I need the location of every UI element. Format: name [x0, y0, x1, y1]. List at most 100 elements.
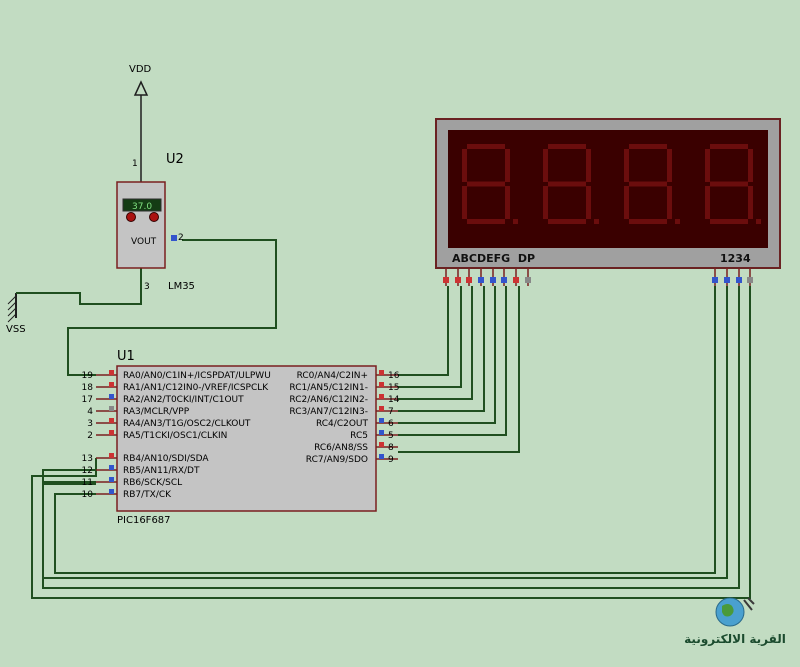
vdd-label: VDD [129, 64, 152, 75]
decimal-point [513, 219, 518, 224]
decimal-point [594, 219, 599, 224]
pic-pin-16: 16 RC0/AN4/C2IN+ [297, 370, 400, 381]
pic-pin-7: 7 RC3/AN7/C12IN3- [289, 406, 398, 417]
vss-terminal: VSS [6, 293, 26, 335]
pic-pin-number: 15 [388, 383, 399, 393]
pic-pin-number: 3 [87, 419, 93, 429]
digit-4 [705, 144, 761, 224]
wire-network [16, 239, 751, 599]
segment-pin [443, 277, 449, 283]
pic-body [116, 365, 377, 512]
decimal-point [756, 219, 761, 224]
pic-pin-19: 19 RA0/AN0/C1IN+/ICSPDAT/ULPWU [82, 370, 271, 381]
pic-pin-name: RC7/AN9/SDO [306, 455, 368, 465]
pic-pin-number: 2 [87, 431, 93, 441]
segment-pin-label: ABCDEFG DP [452, 252, 535, 265]
pic-pin-name: RC4/C2OUT [316, 419, 369, 429]
pic-pin-5: 5 RC5 [350, 430, 398, 441]
pic-pin-name: RB6/SCK/SCL [123, 478, 182, 488]
segment-pin [525, 277, 531, 283]
u1-part: PIC16F687 [117, 515, 171, 526]
u2-pin3-num: 3 [144, 282, 150, 292]
digit-common-pin [747, 277, 753, 283]
digit-common-pin [712, 277, 718, 283]
lm35-body [116, 181, 166, 269]
pic-left-pins: 19 RA0/AN0/C1IN+/ICSPDAT/ULPWU 18 RA1/AN1/C… [82, 370, 271, 500]
vdd-terminal: VDD [129, 64, 152, 182]
lm35-readout [122, 198, 162, 212]
segment-pin [490, 277, 496, 283]
pic-pin-name: RC3/AN7/C12IN3- [289, 407, 368, 417]
increase-button[interactable] [149, 212, 159, 222]
pic-pin-number: 19 [82, 371, 94, 381]
u2-pin2-num: 2 [178, 233, 184, 243]
pic-pin-18: 18 RA1/AN1/C12IN0-/VREF/ICSPCLK [82, 382, 269, 393]
pic-pin-11: 11 RB6/SCK/SCL [82, 477, 182, 488]
pic-pin-number: 14 [388, 395, 400, 405]
seven-segment-display[interactable]: ABCDEFG DP 1234 [435, 118, 781, 286]
pic-pin-number: 10 [82, 490, 94, 500]
pic-pin-number: 7 [388, 407, 394, 417]
pic-pin-6: 6 RC4/C2OUT [316, 418, 398, 429]
pic-pin-number: 9 [388, 455, 394, 465]
pic-pin-name: RA4/AN3/T1G/OSC2/CLKOUT [123, 419, 251, 429]
digit-common-pin [736, 277, 742, 283]
pic-pin-9: 9 RC7/AN9/SDO [306, 454, 398, 465]
pic-pin-name: RA5/T1CKI/OSC1/CLKIN [123, 431, 227, 441]
pic-microcontroller[interactable]: U1 19 RA0/AN0/C1IN+/ICSPDAT/ULPWU 18 RA1/AN… [82, 349, 400, 526]
pic-pin-13: 13 RB4/AN10/SDI/SDA [82, 453, 209, 464]
pic-pin-name: RC1/AN5/C12IN1- [289, 383, 368, 393]
segment-pin [501, 277, 507, 283]
digit-pin-label: 1234 [720, 252, 751, 265]
pic-pin-name: RC0/AN4/C2IN+ [297, 371, 368, 381]
display-digits [462, 144, 761, 224]
pic-pin-3: 3 RA4/AN3/T1G/OSC2/CLKOUT [87, 418, 251, 429]
pic-pin-number: 8 [388, 443, 394, 453]
pic-pin-number: 5 [388, 431, 394, 441]
u1-ref: U1 [117, 349, 135, 364]
segment-pin [513, 277, 519, 283]
pic-pin-2: 2 RA5/T1CKI/OSC1/CLKIN [87, 430, 227, 441]
wrench-icon [743, 597, 755, 611]
pic-pin-number: 16 [388, 371, 400, 381]
display-pins [443, 268, 753, 286]
digit-1 [462, 144, 518, 224]
site-logo-text: القرية الالكترونية [684, 632, 786, 646]
pic-pin-number: 12 [82, 466, 93, 476]
lm35-sensor[interactable]: U2 1 3 2 37.0 VOUT LM35 [116, 152, 195, 292]
u2-pin2-marker [171, 235, 177, 241]
digit-3 [624, 144, 680, 224]
decrease-button[interactable] [126, 212, 136, 222]
pic-pin-name: RA1/AN1/C12IN0-/VREF/ICSPCLK [123, 383, 269, 393]
pic-pin-17: 17 RA2/AN2/T0CKI/INT/C1OUT [82, 394, 244, 405]
pic-pin-10: 10 RB7/TX/CK [82, 489, 172, 500]
pic-right-pins: 16 RC0/AN4/C2IN+ 15 RC1/AN5/C12IN1- 14 RC2/AN… [289, 370, 400, 465]
digit-common-pin [724, 277, 730, 283]
lm35-readout-value: 37.0 [132, 202, 152, 212]
digit-2 [543, 144, 599, 224]
segment-pin [455, 277, 461, 283]
pic-pin-number: 11 [82, 478, 93, 488]
u2-pin1-num: 1 [132, 159, 138, 169]
segment-pin [478, 277, 484, 283]
pic-pin-name: RA2/AN2/T0CKI/INT/C1OUT [123, 395, 244, 405]
u2-part: LM35 [168, 281, 195, 292]
lm35-vout-label: VOUT [131, 237, 157, 247]
decimal-point [675, 219, 680, 224]
pic-pin-name: RC2/AN6/C12IN2- [289, 395, 368, 405]
pic-pin-name: RB7/TX/CK [123, 490, 172, 500]
pic-pin-number: 4 [87, 407, 93, 417]
display-panel [448, 130, 768, 248]
pic-pin-number: 18 [82, 383, 94, 393]
pic-pin-number: 17 [82, 395, 93, 405]
pic-pin-name: RA0/AN0/C1IN+/ICSPDAT/ULPWU [123, 371, 271, 381]
pic-pin-number: 13 [82, 454, 93, 464]
pic-pin-name: RB4/AN10/SDI/SDA [123, 454, 209, 464]
pic-pin-name: RC5 [350, 431, 368, 441]
pic-pin-number: 6 [388, 419, 394, 429]
pic-pin-14: 14 RC2/AN6/C12IN2- [289, 394, 400, 405]
